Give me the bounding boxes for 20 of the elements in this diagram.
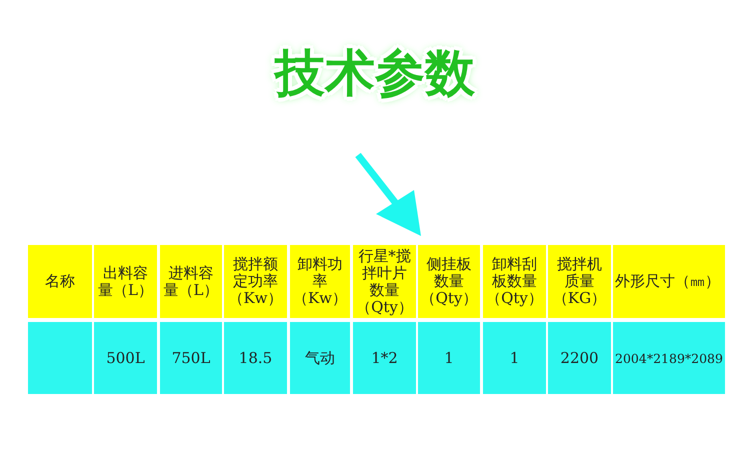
table-cell: 1 xyxy=(483,322,546,394)
table-cell: 气动 xyxy=(290,322,350,394)
table-cell: 750L xyxy=(160,322,222,394)
header-cell: 搅拌额定功率（Kw） xyxy=(224,245,287,318)
header-cell: 进料容量（L） xyxy=(160,245,222,318)
header-cell: 出料容量（L） xyxy=(94,245,157,318)
table-cell: 500L xyxy=(94,322,157,394)
header-cell: 侧挂板数量（Qty） xyxy=(418,245,480,318)
table-cell: 2004*2189*2089 xyxy=(613,322,725,394)
header-cell: 外形尺寸（㎜） xyxy=(613,245,725,318)
header-cell: 名称 xyxy=(28,245,92,318)
table-cell: 18.5 xyxy=(224,322,287,394)
table-cell: 1 xyxy=(418,322,480,394)
header-cell: 卸料刮板数量（Qty） xyxy=(483,245,546,318)
header-cell: 搅拌机质量（KG） xyxy=(548,245,611,318)
title: 技术参数 xyxy=(272,43,476,104)
header-cell: 卸料功率（Kw） xyxy=(290,245,350,318)
table-cell: 2200 xyxy=(548,322,611,394)
table-cell: 1*2 xyxy=(353,322,416,394)
header-cell: 行星*搅拌叶片数量（Qty） xyxy=(353,245,416,318)
